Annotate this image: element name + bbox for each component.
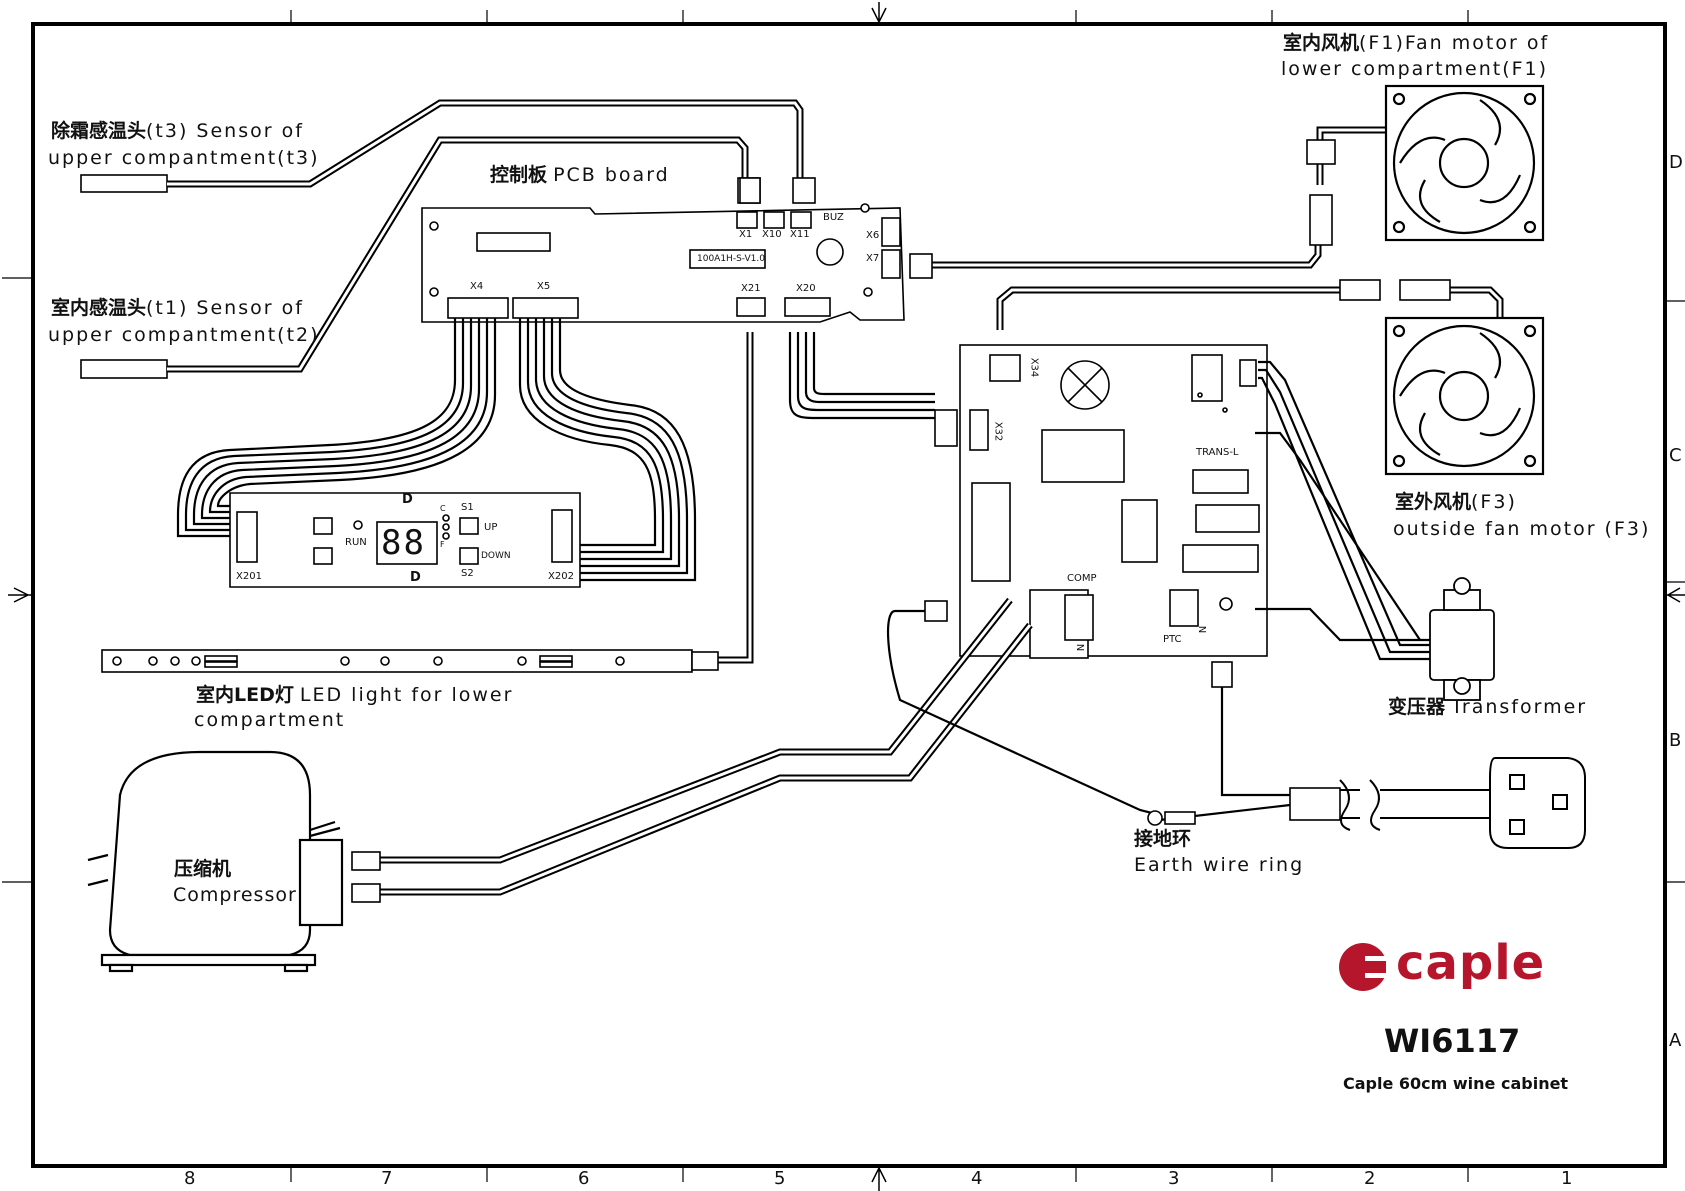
- brand-name: caple: [1396, 935, 1546, 991]
- connectors: [739, 139, 1451, 301]
- grid-column-6: 6: [578, 1168, 590, 1189]
- connectors-small: [351, 600, 1341, 903]
- pcb-x6-label: X6: [866, 230, 880, 241]
- fan-f1-label-suffix: (F1)Fan motor of: [1359, 32, 1550, 54]
- grid-column-8: 8: [184, 1168, 196, 1189]
- sensor-t1: [80, 359, 168, 379]
- pcb-buz-label: BUZ: [823, 212, 844, 223]
- grid-column-1: 1: [1561, 1168, 1573, 1189]
- fan-f1: [1384, 84, 1545, 242]
- pcb-x4-label: X4: [470, 281, 484, 292]
- pcb-power-cable: [788, 332, 935, 420]
- transformer: [1429, 577, 1495, 701]
- sensor-t1-label: 室内感温头(t1) Sensor of: [51, 297, 304, 320]
- grid-column-3: 3: [1168, 1168, 1180, 1189]
- led-cable: [705, 332, 754, 664]
- display-x201-label: X201: [236, 571, 262, 582]
- sensor-t3-label-zh: 除霜感温头: [51, 120, 147, 142]
- sensor-t1-label-en: upper compantment(t2): [48, 324, 320, 346]
- compressor-label-en: Compressor: [173, 884, 297, 906]
- transformer-label: 变压器 Transformer: [1388, 696, 1588, 719]
- power-x34-label: X34: [1028, 357, 1040, 378]
- sensor-t3: [80, 174, 168, 193]
- grid-ticks: [2, 10, 1685, 1182]
- display-f-label: F: [440, 540, 445, 549]
- grid-row-c: C: [1669, 445, 1682, 466]
- grid-column-4: 4: [971, 1168, 983, 1189]
- transformer-label-zh: 变压器: [1388, 696, 1446, 718]
- display-down-label: DOWN: [481, 551, 511, 561]
- led-label-zh: 室内LED灯: [196, 684, 294, 706]
- grid-row-a: A: [1669, 1030, 1682, 1051]
- led-strip: [101, 649, 719, 673]
- transformer-wires: [1255, 360, 1430, 661]
- pcb-x1-label: X1: [739, 229, 753, 240]
- power-n1-label: N: [1074, 643, 1086, 652]
- power-x32-label: X32: [992, 421, 1004, 442]
- display-top-label: D: [402, 492, 413, 507]
- sensor-t1-label-suffix: (t1) Sensor of: [146, 297, 304, 319]
- earth-label-zh: 接地环: [1134, 828, 1192, 850]
- power-ptc-label: PTC: [1163, 634, 1182, 645]
- caple-logo: [1339, 943, 1389, 991]
- transformer-label-en: Transformer: [1451, 696, 1588, 718]
- pcb-title-en: PCB board: [553, 164, 670, 186]
- fan-f3-label-zh: 室外风机: [1395, 491, 1472, 513]
- display-s2-label: S2: [461, 568, 474, 579]
- display-x202-label: X202: [548, 571, 574, 582]
- compressor-label-zh: 压缩机: [174, 858, 232, 880]
- mains-plug: [1489, 757, 1586, 849]
- display-run-label: RUN: [345, 537, 367, 548]
- pcb-x20-label: X20: [796, 283, 816, 294]
- fan-f3-label: 室外风机(F3): [1395, 491, 1517, 514]
- sensor-t3-label: 除霜感温头(t3) Sensor of: [51, 120, 304, 143]
- sensor-t1-label-zh: 室内感温头: [51, 297, 147, 319]
- grid-row-b: B: [1669, 730, 1682, 751]
- power-comp-label: COMP: [1067, 573, 1097, 584]
- led-label: 室内LED灯 LED light for lower: [196, 684, 514, 707]
- model-number: WI6117: [1384, 1022, 1521, 1060]
- pcb-x5-label: X5: [537, 281, 551, 292]
- sensor-t3-label-suffix: (t3) Sensor of: [146, 120, 304, 142]
- pcb-board: [421, 177, 905, 323]
- power-n2-label: N: [1196, 625, 1208, 634]
- sensor-t3-label-en: upper compantment(t3): [48, 147, 320, 169]
- display-s1-label: S1: [461, 502, 474, 513]
- display-bottom-label: D: [410, 570, 421, 585]
- fan-f3-label-en: outside fan motor (F3): [1393, 518, 1651, 540]
- display-c-label: C: [440, 504, 446, 513]
- grid-column-2: 2: [1364, 1168, 1376, 1189]
- display-board: [229, 492, 581, 588]
- display-up-label: UP: [484, 522, 498, 533]
- power-trans-label: TRANS-L: [1196, 447, 1239, 458]
- earth-label-en: Earth wire ring: [1134, 854, 1305, 876]
- display-digits: 88: [381, 523, 426, 563]
- grid-column-7: 7: [381, 1168, 393, 1189]
- pcb-part-number: 100A1H-S-V1.0: [697, 254, 765, 264]
- pcb-title-zh: 控制板: [490, 164, 548, 186]
- led-label-en: compartment: [194, 709, 346, 731]
- fan-f1-label-en: lower compartment(F1): [1281, 58, 1549, 80]
- fan-f1-label-zh: 室内风机: [1283, 32, 1360, 54]
- fan-f3-label-suffix: (F3): [1471, 491, 1517, 513]
- model-description: Caple 60cm wine cabinet: [1343, 1074, 1569, 1093]
- pcb-x11-label: X11: [790, 229, 810, 240]
- pcb-title: 控制板 PCB board: [490, 164, 670, 187]
- pcb-x7-label: X7: [866, 253, 880, 264]
- fan-f3: [1384, 316, 1545, 476]
- power-board: [959, 344, 1268, 659]
- pcb-x21-label: X21: [741, 283, 761, 294]
- led-label-suffix: LED light for lower: [299, 684, 514, 706]
- centering-marks: [8, 2, 1685, 1191]
- fan-f1-label: 室内风机(F1)Fan motor of: [1283, 32, 1550, 55]
- grid-column-5: 5: [774, 1168, 786, 1189]
- grid-row-d: D: [1669, 152, 1683, 173]
- ribbon-cables: [176, 318, 697, 582]
- compressor-cables: [380, 597, 1033, 896]
- compressor: [87, 750, 344, 973]
- pcb-x10-label: X10: [762, 229, 782, 240]
